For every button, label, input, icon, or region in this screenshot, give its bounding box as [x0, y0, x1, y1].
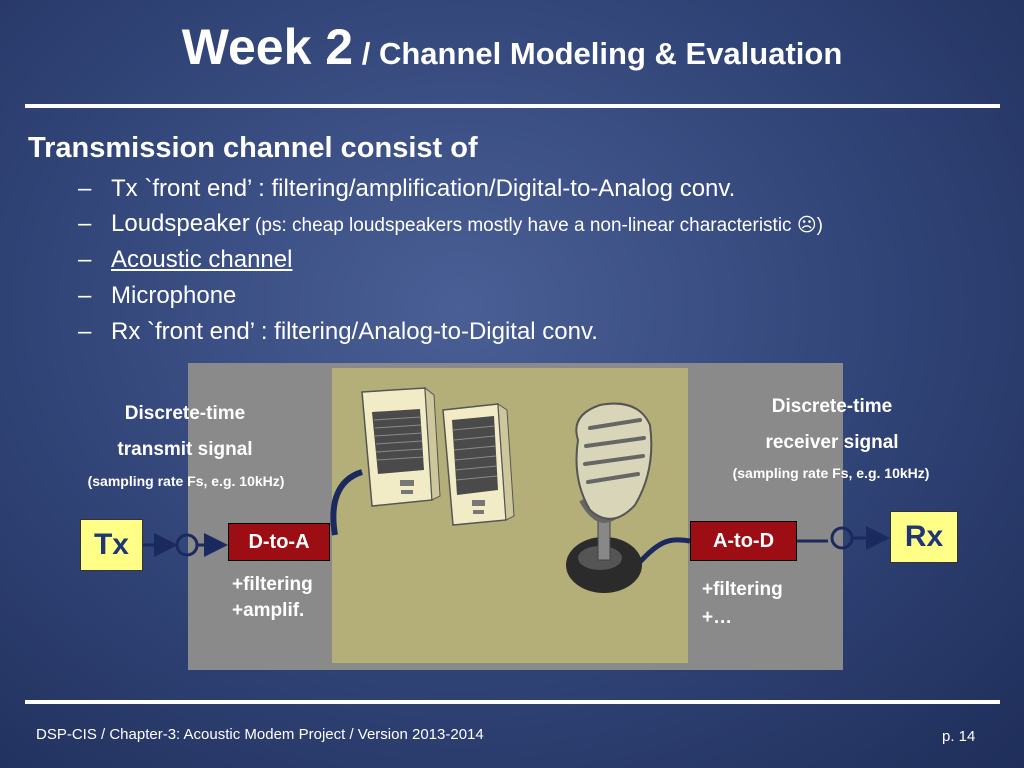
dac-note-amplif: +amplif. — [232, 600, 305, 621]
bullet-text: Loudspeaker — [111, 210, 250, 237]
footer-rule — [25, 700, 1000, 704]
footer-course: DSP-CIS / Chapter-3: Acoustic Modem Proj… — [36, 726, 484, 743]
loudspeaker-icon — [442, 403, 515, 526]
bullet-rx-front-end: –Rx `front end’ : filtering/Analog-to-Di… — [78, 318, 598, 346]
microphone-icon — [566, 402, 653, 593]
bullet-tx-front-end: –Tx `front end’ : filtering/amplificatio… — [78, 175, 735, 203]
loudspeaker-icon — [361, 386, 441, 507]
bullet-dash: – — [78, 246, 92, 273]
bullet-dash: – — [78, 175, 92, 202]
bullet-note: (ps: cheap loudspeakers mostly have a no… — [249, 215, 823, 236]
page-number: p. 14 — [942, 728, 976, 745]
title-rule — [25, 104, 1000, 108]
bullet-loudspeaker: –Loudspeaker (ps: cheap loudspeakers mos… — [78, 210, 823, 238]
bullet-text: Tx `front end’ : filtering/amplification… — [111, 175, 736, 202]
rx-signal-label-line2: receiver signal — [765, 432, 899, 453]
adc-note-more: +… — [702, 607, 733, 628]
bullet-microphone: –Microphone — [78, 282, 236, 310]
rx-sampling-rate: (sampling rate Fs, e.g. 10kHz) — [732, 465, 930, 481]
tx-block: Tx — [80, 519, 143, 571]
bullet-dash: – — [78, 318, 92, 345]
title-sub: / Channel Modeling & Evaluation — [353, 36, 843, 71]
adc-note-filtering: +filtering — [702, 579, 783, 600]
dac-block: D-to-A — [228, 523, 330, 561]
tx-sample-node — [175, 533, 199, 557]
dac-note-filtering: +filtering — [232, 574, 313, 595]
microphone-cable — [638, 537, 691, 564]
bullet-dash: – — [78, 210, 92, 237]
tx-signal-label-line1: Discrete-time — [124, 403, 246, 424]
rx-block: Rx — [890, 511, 958, 563]
rx-signal-label-line1: Discrete-time — [771, 396, 893, 417]
slide-title: Week 2 / Channel Modeling & Evaluation — [0, 18, 1024, 76]
section-heading: Transmission channel consist of — [28, 132, 478, 164]
bullet-dash: – — [78, 282, 92, 309]
bullet-text: Acoustic channel — [111, 246, 293, 273]
bullet-text: Microphone — [111, 282, 237, 309]
bullet-text: Rx `front end’ : filtering/Analog-to-Dig… — [111, 318, 598, 345]
tx-sampling-rate: (sampling rate Fs, e.g. 10kHz) — [87, 473, 285, 489]
adc-block: A-to-D — [690, 521, 797, 561]
tx-signal-label-line2: transmit signal — [117, 439, 253, 460]
rx-sample-node — [830, 526, 854, 550]
bullet-acoustic-channel: –Acoustic channel — [78, 246, 292, 274]
title-main: Week 2 — [181, 19, 354, 75]
speaker-cable — [330, 469, 364, 536]
